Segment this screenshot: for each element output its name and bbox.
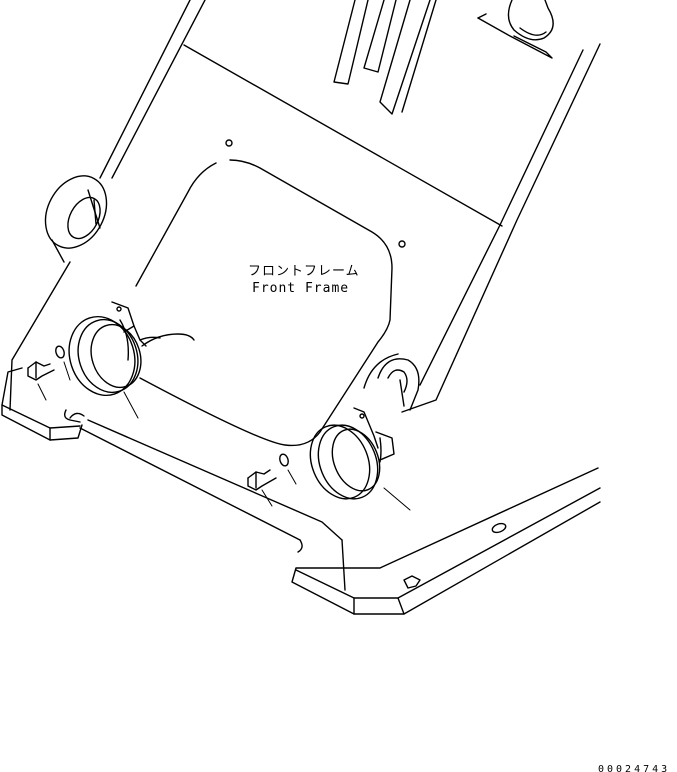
left-pivot-boss [44,175,108,263]
lower-mounting-plate [291,467,601,615]
left-washer [55,345,71,381]
right-bolt [247,469,277,507]
part-name-ja-label: フロントフレーム [248,264,360,279]
access-opening [135,139,406,447]
left-work-lamp [68,301,195,419]
front-frame-outline [9,0,601,591]
right-pivot-boss [363,353,420,411]
upper-hoses [333,0,437,115]
right-work-lamp [309,407,411,511]
drawing-code: 00024743 [598,764,670,772]
right-washer [279,453,297,485]
upper-plate-fitting [477,0,554,59]
left-bolt [27,361,55,401]
part-name-en-label: Front Frame [252,281,349,296]
left-foot-bracket [1,367,85,441]
